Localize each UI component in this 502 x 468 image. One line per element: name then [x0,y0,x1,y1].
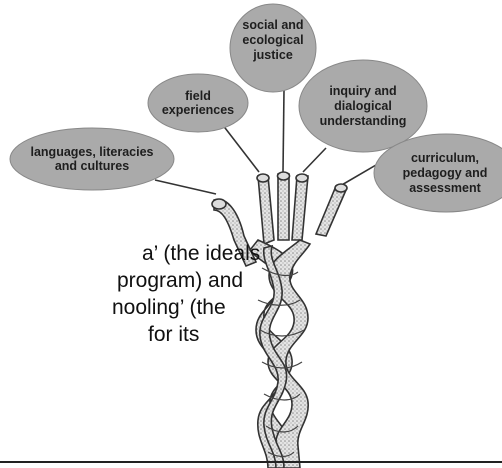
strand-languages [213,198,258,268]
strand-justice [277,173,290,241]
connector-languages [154,179,217,195]
body-text-line-4: for its [148,323,200,346]
bubble-label-justice: social and ecological justice [242,17,304,62]
bubble-label-languages: languages, literacies and cultures [30,145,154,173]
bottom-divider [0,461,502,463]
body-text-line-3: nooling’ (the [112,296,226,319]
bubble-languages: languages, literacies and cultures [8,126,176,192]
strand-curriculum [314,184,348,237]
body-text-line-1: a’ (the ideals [142,242,261,265]
bubble-label-field: field experiences [161,89,235,117]
connector-justice [282,89,285,173]
bubble-justice: social and ecological justice [228,2,318,94]
strand-inquiry [291,175,309,241]
connector-inquiry [302,147,327,173]
bubble-label-curriculum: curriculum, pedagogy and assessment [402,150,488,195]
bubble-curriculum: curriculum, pedagogy and assessment [372,132,502,214]
braid-trunk [249,239,312,468]
bubble-field: field experiences [146,72,250,134]
strand-field [257,175,275,246]
connector-field [221,123,260,173]
bubble-label-inquiry: inquiry and dialogical understanding [319,83,407,128]
body-text-line-2: program) and [117,269,244,292]
loose-strands [211,171,348,268]
bubble-inquiry: inquiry and dialogical understanding [297,58,429,154]
